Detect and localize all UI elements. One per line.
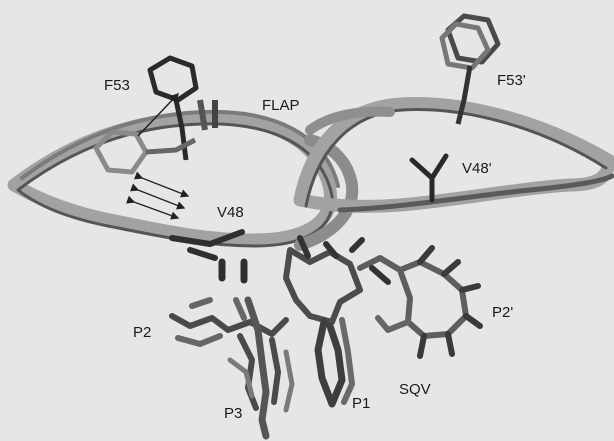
label-f53-prime: F53'	[497, 73, 526, 88]
label-p2-prime: P2'	[492, 305, 513, 320]
label-v48: V48	[217, 205, 244, 220]
sqv-inhibitor	[172, 238, 480, 436]
label-p1: P1	[352, 396, 370, 411]
distance-arrows	[134, 178, 188, 218]
label-p2: P2	[133, 325, 151, 340]
label-flap: FLAP	[262, 98, 300, 113]
v48-prime-sidechain	[412, 156, 446, 200]
label-sqv: SQV	[399, 382, 431, 397]
label-v48-prime: V48'	[462, 161, 492, 176]
label-f53: F53	[104, 78, 130, 93]
label-p3: P3	[224, 406, 242, 421]
